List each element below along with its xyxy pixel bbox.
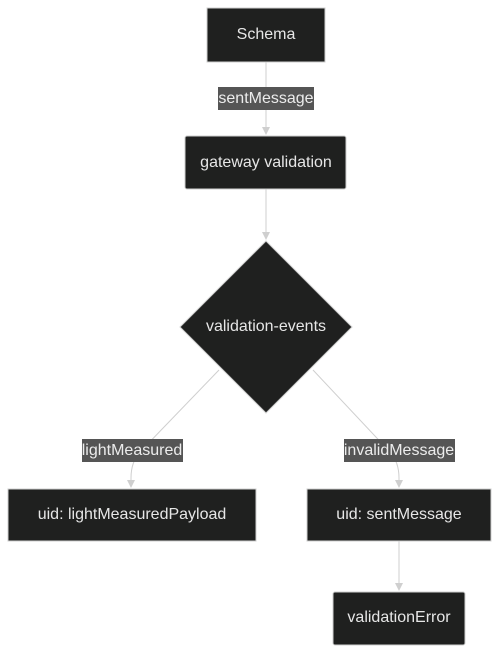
edge-label-lightmeasured-text: lightMeasured — [82, 442, 183, 459]
node-light-measured-payload-label: uid: lightMeasuredPayload — [38, 506, 227, 523]
edge-label-lightmeasured: lightMeasured — [82, 439, 183, 462]
edge-label-invalidmessage-text: invalidMessage — [344, 442, 454, 459]
node-light-measured-payload[interactable]: uid: lightMeasuredPayload — [7, 488, 257, 542]
node-gateway-validation[interactable]: gateway validation — [184, 135, 347, 190]
node-validation-error[interactable]: validationError — [332, 591, 466, 646]
node-sent-message[interactable]: uid: sentMessage — [306, 488, 492, 542]
edge-decision-to-light — [130, 369, 220, 481]
node-validation-error-label: validationError — [347, 609, 451, 626]
arrowhead-decision-to-light — [127, 480, 135, 488]
node-validation-events-label: validation-events — [206, 318, 326, 335]
arrowhead-gateway-to-decision — [262, 232, 270, 240]
node-schema[interactable]: Schema — [206, 7, 326, 63]
node-schema-label: Schema — [237, 26, 296, 43]
arrowhead-schema-to-gateway — [262, 127, 270, 135]
edge-decision-to-sent — [312, 369, 400, 481]
edge-label-sentmessage: sentMessage — [218, 87, 314, 110]
edge-label-invalidmessage: invalidMessage — [344, 439, 455, 462]
arrowhead-sent-to-error — [395, 583, 403, 591]
arrowhead-decision-to-sent — [395, 480, 403, 488]
node-validation-events-decision[interactable]: validation-events — [179, 240, 353, 414]
node-gateway-validation-label: gateway validation — [200, 154, 332, 171]
node-sent-message-label: uid: sentMessage — [336, 506, 462, 523]
edge-label-sentmessage-text: sentMessage — [218, 90, 313, 107]
